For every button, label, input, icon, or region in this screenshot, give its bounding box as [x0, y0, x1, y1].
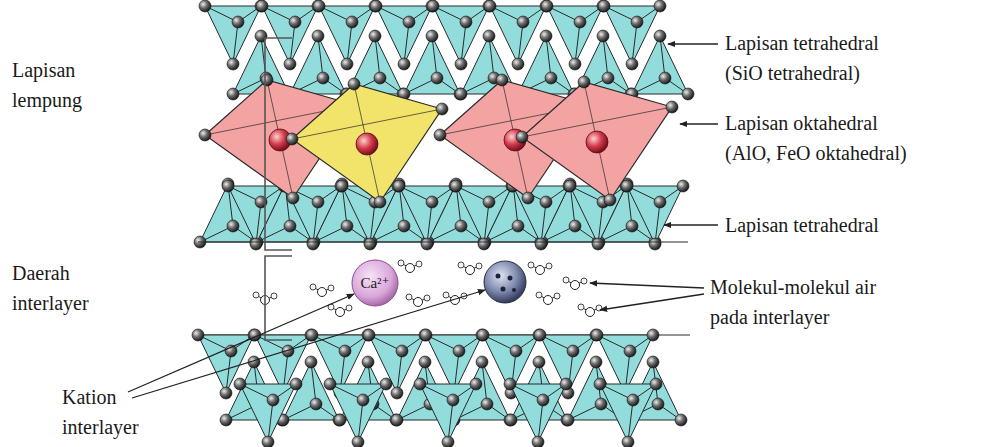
ion-texture	[512, 288, 516, 292]
tetrahedron	[324, 378, 392, 447]
tetrahedron	[450, 180, 518, 250]
ion-label: Ca²⁺	[345, 273, 405, 293]
water-molecule	[578, 304, 602, 317]
water-molecule	[406, 294, 430, 307]
bracket-label: Lapisan lempung	[12, 55, 122, 115]
tetrahedron	[504, 378, 572, 447]
octahedron	[286, 78, 448, 208]
layer-label: Lapisan oktahedral (AlO, FeO oktahedral)	[725, 108, 915, 168]
leader-arrow	[590, 283, 704, 288]
bracket-label: Daerah interlayer	[12, 258, 122, 318]
label-holder: Lapisan oktahedral (AlO, FeO oktahedral)	[725, 108, 915, 168]
label-holder: Lapisan tetrahedral	[725, 210, 925, 240]
water-molecule	[458, 262, 482, 275]
tetrahedral-sheet-next-layer	[192, 329, 690, 447]
label-holder: Daerah interlayer	[12, 258, 122, 318]
sheet-base-line	[198, 241, 688, 242]
leader-arrow	[600, 294, 704, 310]
ion-texture	[501, 287, 506, 292]
tetrahedron	[393, 180, 461, 250]
tetrahedron	[594, 378, 662, 447]
water-molecule	[528, 262, 552, 275]
water-molecule	[310, 284, 334, 297]
label-holder: Ca²⁺	[345, 273, 405, 293]
water-molecule	[536, 292, 560, 305]
tetrahedron	[234, 378, 302, 447]
leader-arrow	[680, 123, 718, 124]
callout-label: Kation interlayer	[62, 382, 162, 442]
leader-arrow	[664, 224, 718, 225]
callout-label: Molekul-molekul air pada interlayer	[710, 272, 900, 332]
tetrahedron	[626, 30, 694, 100]
layer-label: Lapisan tetrahedral	[725, 210, 925, 240]
bracket	[265, 38, 292, 250]
leader-arrow	[128, 294, 354, 392]
label-holder: Lapisan lempung	[12, 55, 122, 115]
water-molecule	[328, 304, 352, 317]
label-holder: Kation interlayer	[62, 382, 162, 442]
octahedral-sheet	[199, 74, 678, 208]
water-molecule	[443, 292, 467, 305]
tetrahedron	[222, 180, 290, 250]
ion-texture	[508, 276, 513, 281]
layer-label: Lapisan tetrahedral (SiO tetrahedral)	[725, 28, 915, 88]
label-holder: Lapisan tetrahedral (SiO tetrahedral)	[725, 28, 915, 88]
tetrahedron	[621, 180, 689, 250]
ion-texture	[496, 274, 501, 279]
octahedron	[516, 76, 678, 206]
water-molecule	[563, 277, 587, 290]
tetrahedron	[398, 30, 466, 100]
label-holder: Molekul-molekul air pada interlayer	[710, 272, 900, 332]
leader-arrow	[668, 43, 718, 44]
cation-ion	[484, 261, 526, 303]
water-molecule	[398, 260, 422, 273]
tetrahedron	[414, 378, 482, 447]
leader-arrow	[132, 290, 485, 398]
